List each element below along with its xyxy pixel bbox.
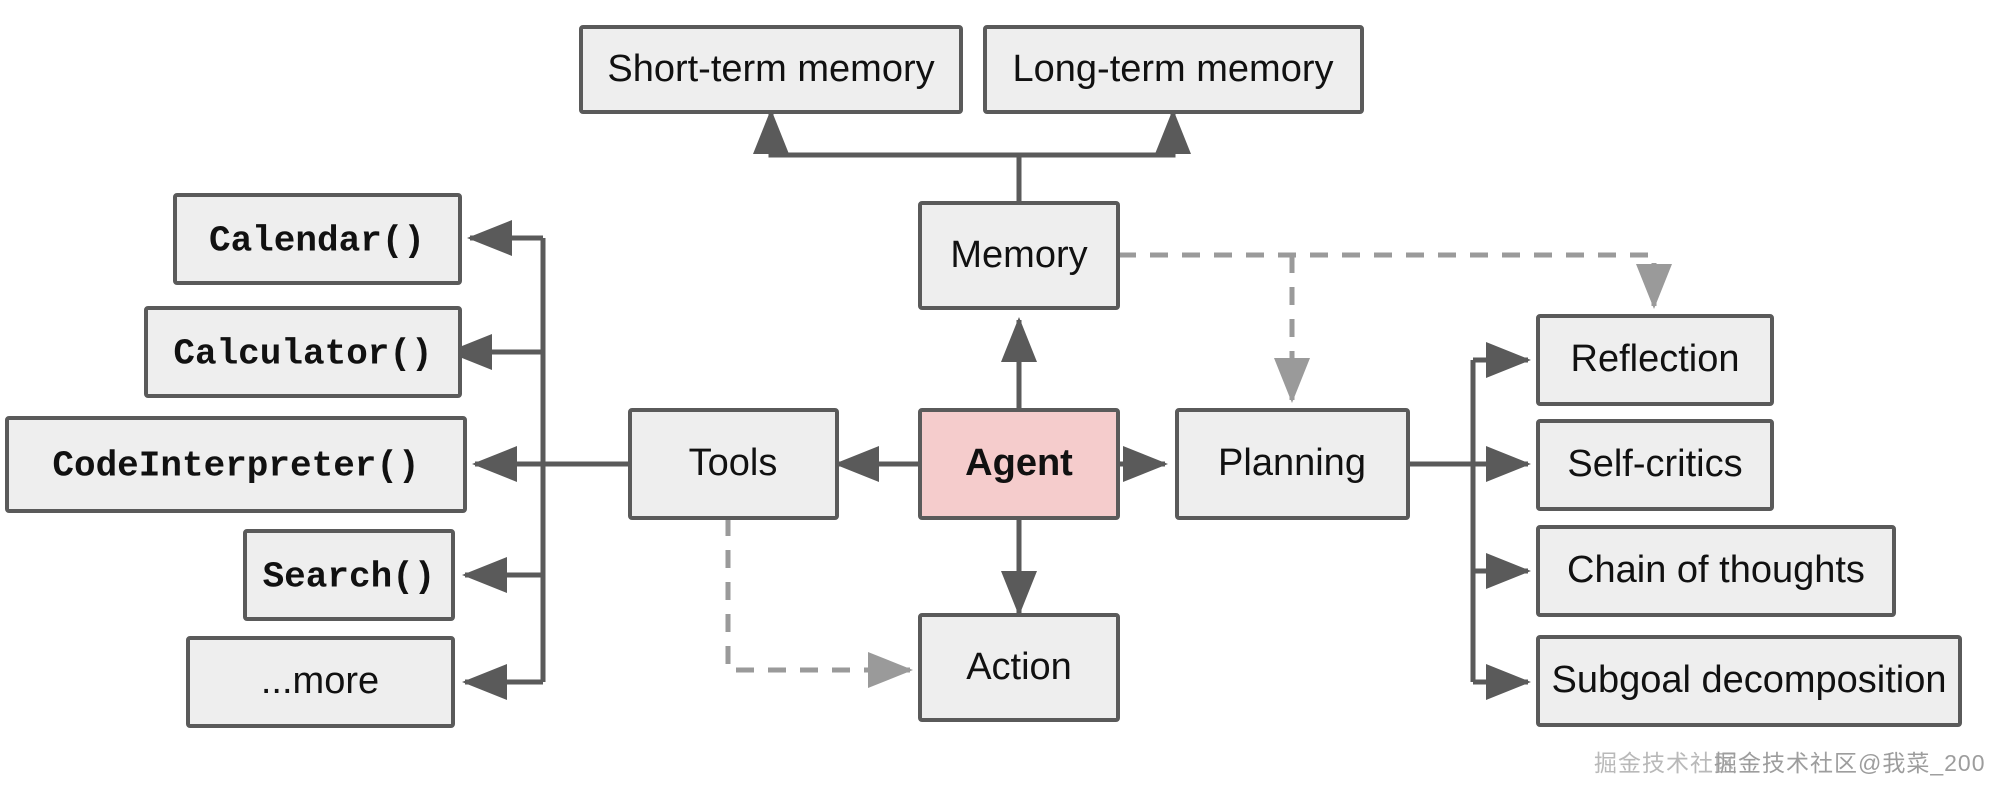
node-label-action: Action bbox=[966, 646, 1072, 688]
node-label-chain-of-thoughts: Chain of thoughts bbox=[1567, 549, 1865, 591]
edge-planning-to-strategies bbox=[1408, 342, 1532, 700]
node-label-agent: Agent bbox=[965, 442, 1073, 484]
node-calculator[interactable]: Calculator() bbox=[144, 306, 462, 398]
node-self-critics[interactable]: Self-critics bbox=[1536, 419, 1774, 511]
node-label-search: Search() bbox=[263, 557, 436, 598]
node-label-tools: Tools bbox=[689, 442, 778, 484]
node-long-term-memory[interactable]: Long-term memory bbox=[983, 25, 1364, 114]
node-more[interactable]: ...more bbox=[186, 636, 455, 728]
node-subgoal-decomposition[interactable]: Subgoal decomposition bbox=[1536, 635, 1962, 727]
node-tools[interactable]: Tools bbox=[628, 408, 839, 520]
watermark-text-b: 掘金技术社区@我菜_200 bbox=[1714, 750, 1986, 776]
node-label-short-term-memory: Short-term memory bbox=[607, 48, 934, 90]
edge-tools-to-action-dashed bbox=[725, 518, 914, 688]
node-label-self-critics: Self-critics bbox=[1567, 443, 1742, 485]
edge-memory-to-reflection-dashed bbox=[1118, 252, 1672, 310]
node-label-reflection: Reflection bbox=[1571, 338, 1740, 380]
node-label-long-term-memory: Long-term memory bbox=[1013, 48, 1334, 90]
node-reflection[interactable]: Reflection bbox=[1536, 314, 1774, 406]
node-label-calculator: Calculator() bbox=[173, 334, 432, 375]
edge-memory-to-stores bbox=[753, 108, 1191, 203]
node-label-subgoal-decomposition: Subgoal decomposition bbox=[1551, 659, 1946, 701]
node-label-code-interpreter: CodeInterpreter() bbox=[52, 446, 419, 487]
node-label-calendar: Calendar() bbox=[209, 221, 425, 262]
node-agent[interactable]: Agent bbox=[918, 408, 1120, 520]
node-label-more: ...more bbox=[261, 660, 379, 702]
node-short-term-memory[interactable]: Short-term memory bbox=[579, 25, 963, 114]
node-calendar[interactable]: Calendar() bbox=[173, 193, 462, 285]
node-chain-of-thoughts[interactable]: Chain of thoughts bbox=[1536, 525, 1896, 617]
node-search[interactable]: Search() bbox=[243, 529, 455, 621]
node-action[interactable]: Action bbox=[918, 613, 1120, 722]
node-label-memory: Memory bbox=[950, 234, 1087, 276]
edge-tools-to-toolbox bbox=[446, 220, 630, 700]
node-memory[interactable]: Memory bbox=[918, 201, 1120, 310]
node-code-interpreter[interactable]: CodeInterpreter() bbox=[5, 416, 467, 513]
watermark-text-a: 掘金技术社区 bbox=[1594, 750, 1738, 776]
node-label-planning: Planning bbox=[1218, 442, 1366, 484]
node-planning[interactable]: Planning bbox=[1175, 408, 1410, 520]
